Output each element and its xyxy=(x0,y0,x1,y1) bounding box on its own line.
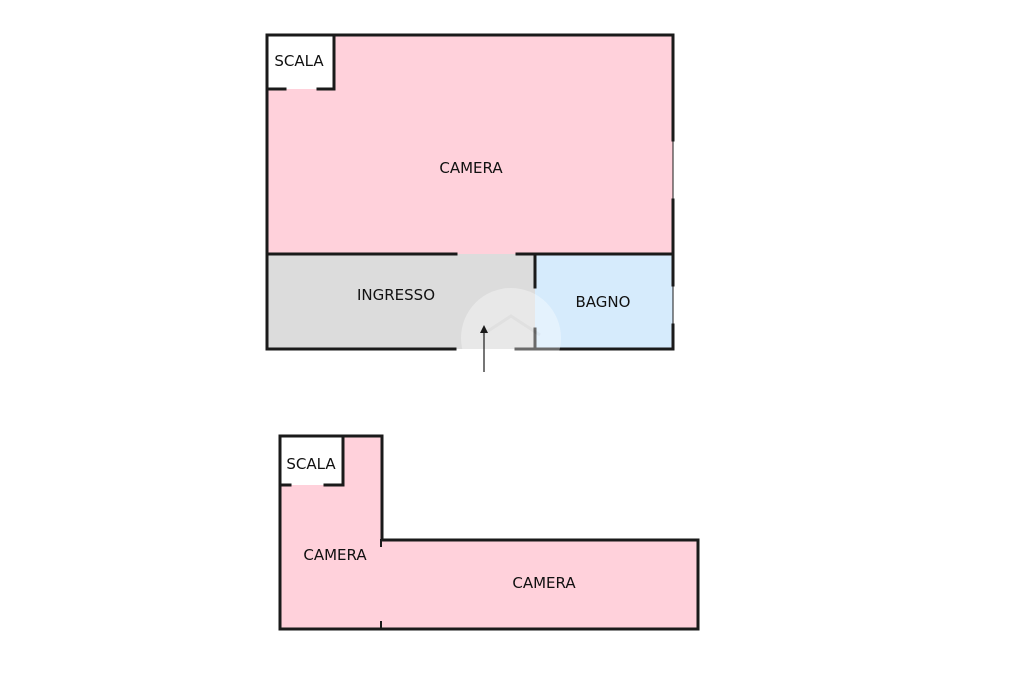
label-bagno: BAGNO xyxy=(576,293,631,311)
room-scala-upper xyxy=(267,35,334,89)
label-ingresso: INGRESSO xyxy=(357,286,435,304)
entrance-arrow-icon xyxy=(480,325,488,372)
label-scala-lower: SCALA xyxy=(286,455,336,473)
label-camera-upper: CAMERA xyxy=(439,159,503,177)
label-camera-lower-left: CAMERA xyxy=(303,546,367,564)
room-ingresso xyxy=(267,254,535,349)
upper-floor: SCALA CAMERA INGRESSO BAGNO xyxy=(265,33,675,388)
label-scala-upper: SCALA xyxy=(274,52,324,70)
upper-floor-walls xyxy=(265,33,675,351)
house-watermark-icon xyxy=(461,288,561,388)
lower-floor: SCALA CAMERA CAMERA xyxy=(278,434,700,631)
label-camera-lower-right: CAMERA xyxy=(512,574,576,592)
room-camera-lower xyxy=(280,436,698,629)
room-scala-lower xyxy=(280,436,343,485)
lower-floor-walls xyxy=(278,434,700,631)
room-bagno xyxy=(535,254,673,349)
